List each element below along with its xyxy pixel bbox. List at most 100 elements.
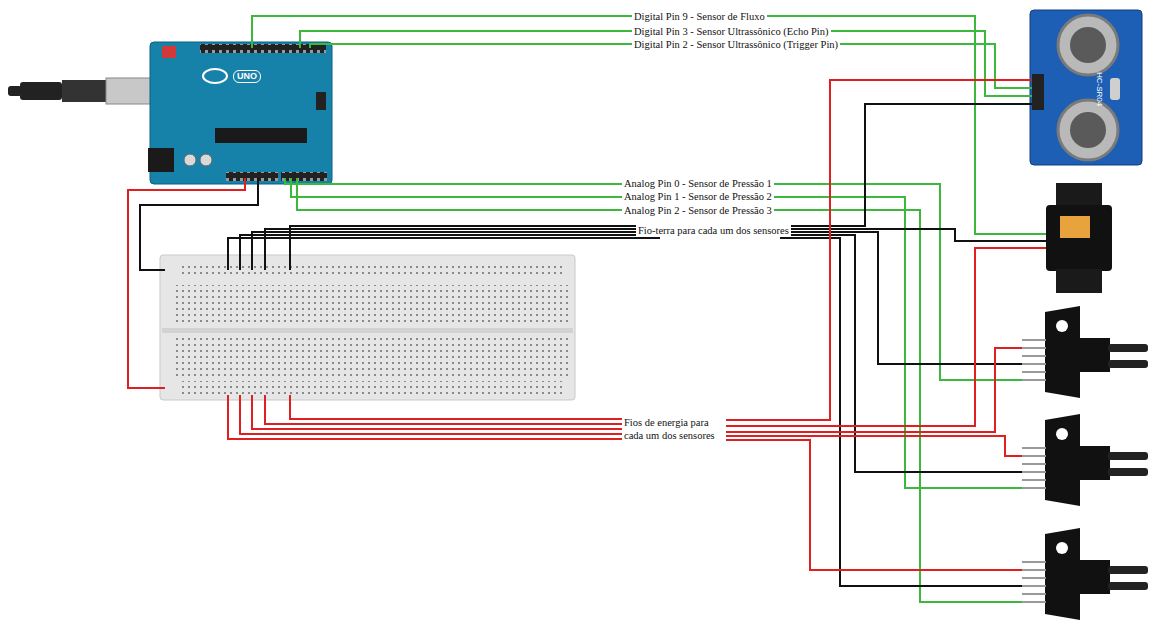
wire-stroke	[1046, 205, 1112, 271]
wire-stroke	[20, 82, 62, 100]
pin-label: Analog Pin 1 - Sensor de Pressão 2	[622, 190, 774, 203]
wire-stroke	[240, 235, 660, 270]
wire-note: Fios de energia para cada um dos sensore…	[622, 416, 726, 442]
wire-stroke	[1045, 528, 1080, 620]
wire-stroke	[62, 80, 106, 102]
wire-stroke	[1022, 562, 1046, 602]
wire-stroke	[690, 440, 1022, 570]
pressure-sensor-2	[1022, 414, 1148, 506]
wire-stroke	[1108, 360, 1148, 368]
wire-stroke	[160, 255, 575, 400]
usb-cable	[8, 78, 154, 104]
wire-stroke	[1022, 577, 1046, 579]
ground-wires	[140, 104, 1046, 586]
wire-stroke	[1022, 355, 1046, 357]
wire-stroke	[1056, 183, 1102, 207]
wire-stroke	[1022, 487, 1046, 489]
sensor-name: HC-SR04	[1094, 70, 1104, 108]
wire-stroke	[1022, 340, 1046, 380]
wire-stroke	[162, 328, 573, 333]
wire-stroke	[1108, 344, 1148, 352]
wire-stroke	[128, 178, 245, 388]
wire-stroke	[1045, 414, 1080, 506]
wire-stroke	[690, 248, 1046, 426]
wire-stroke	[297, 178, 1022, 602]
wire-stroke	[780, 238, 1022, 586]
ultrasonic-sensor	[1030, 10, 1142, 165]
wire-stroke	[1022, 569, 1046, 571]
wire-stroke	[1030, 10, 1142, 165]
wire-stroke	[780, 104, 1032, 226]
wire-stroke	[228, 395, 660, 439]
wire-stroke	[200, 44, 326, 53]
wire-stroke	[1060, 216, 1090, 238]
wire-stroke	[200, 154, 212, 166]
wire-stroke	[184, 154, 196, 166]
board-name: UNO	[233, 70, 261, 83]
wire-stroke	[1022, 371, 1046, 373]
wire-stroke	[252, 395, 660, 429]
wire-stroke	[285, 178, 1022, 380]
pin-label: Analog Pin 2 - Sensor de Pressão 3	[622, 204, 774, 217]
wire-stroke	[1080, 338, 1110, 372]
signal-wires	[252, 16, 1046, 602]
wire-stroke	[1022, 455, 1046, 457]
wire-stroke	[1022, 339, 1046, 341]
wire-stroke	[180, 381, 565, 395]
wire-stroke	[215, 128, 307, 143]
wire-stroke	[265, 395, 660, 424]
wire-stroke	[1022, 601, 1046, 603]
wire-stroke	[148, 148, 174, 172]
wire-stroke	[1022, 561, 1046, 563]
wire-stroke	[265, 229, 660, 270]
wire-stroke	[281, 172, 327, 181]
wire-stroke	[1022, 363, 1046, 365]
wire-stroke	[1022, 479, 1046, 481]
wire-stroke	[252, 16, 1046, 234]
wire-stroke	[1108, 452, 1148, 460]
wire-stroke	[1056, 320, 1068, 332]
wire-stroke	[1056, 542, 1068, 554]
wire-stroke	[1022, 379, 1046, 381]
wire-note: Fio-terra para cada um dos sensores	[636, 224, 791, 237]
wire-stroke	[1058, 15, 1118, 75]
wire-stroke	[240, 395, 660, 434]
wire-stroke	[1110, 78, 1120, 100]
pin-label: Digital Pin 3 - Sensor Ultrassônico (Ech…	[632, 25, 831, 38]
breadboard	[160, 255, 575, 400]
wire-stroke	[1022, 447, 1046, 449]
wire-stroke	[290, 226, 660, 270]
wire-stroke	[1056, 428, 1068, 440]
wire-stroke	[203, 69, 227, 83]
wire-stroke	[1045, 306, 1080, 398]
wire-stroke	[1070, 112, 1106, 148]
wire-stroke	[1108, 468, 1148, 476]
wire-stroke	[1058, 100, 1118, 160]
wire-stroke	[690, 80, 1032, 420]
wire-stroke	[252, 232, 660, 270]
wire-stroke	[1022, 585, 1046, 587]
power-wires	[128, 80, 1046, 570]
wire-stroke	[1108, 566, 1148, 574]
wire-stroke	[180, 262, 565, 276]
wire-stroke	[1070, 27, 1106, 63]
wire-stroke	[150, 42, 332, 184]
wire-stroke	[226, 172, 278, 181]
wire-stroke	[1032, 74, 1044, 110]
wire-stroke	[1022, 347, 1046, 349]
pressure-sensor-3	[1022, 528, 1148, 620]
wire-stroke	[106, 78, 154, 104]
wire-stroke	[1022, 471, 1046, 473]
wire-stroke	[226, 172, 278, 181]
pressure-sensor-1	[1022, 306, 1148, 398]
wire-stroke	[780, 232, 1022, 364]
wire-stroke	[300, 31, 1032, 96]
wire-stroke	[162, 46, 176, 58]
wire-stroke	[290, 395, 660, 419]
wire-stroke	[281, 172, 327, 181]
wire-stroke	[1108, 582, 1148, 590]
wire-stroke	[8, 86, 22, 96]
wire-stroke	[316, 92, 326, 110]
